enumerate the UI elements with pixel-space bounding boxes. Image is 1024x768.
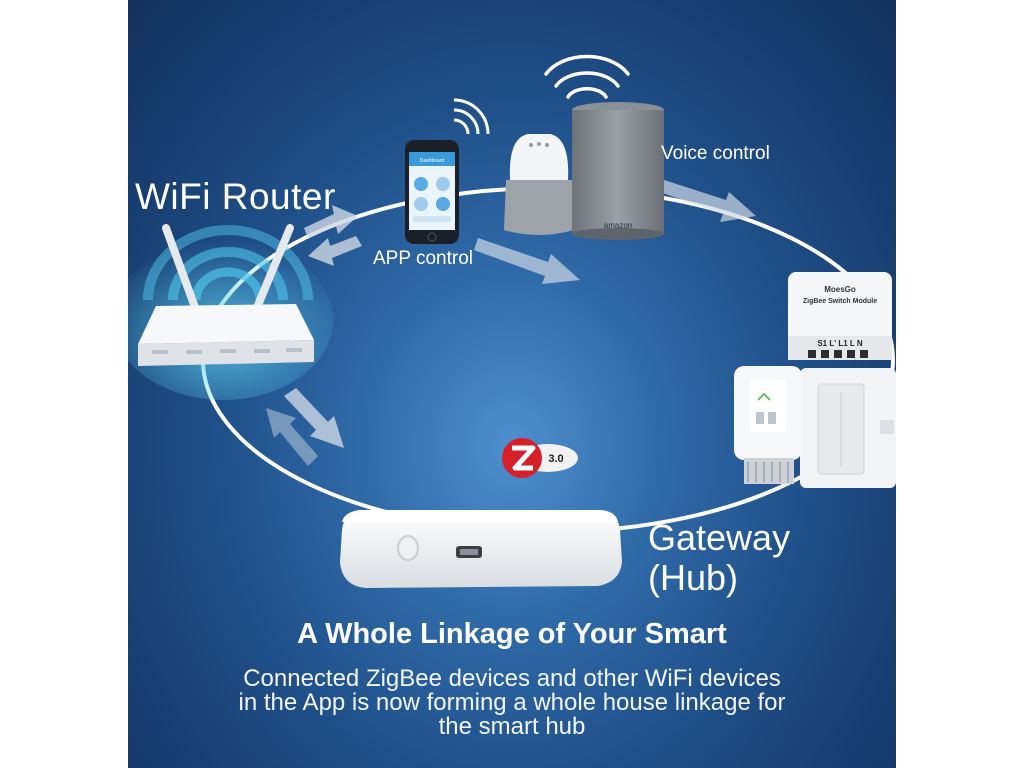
diagram-graphics: Dashboard amazon — [128, 54, 896, 588]
description-line-3: the smart hub — [438, 713, 586, 740]
arrow-phone-to-hub-module — [474, 238, 580, 284]
wifi-router-device — [138, 224, 314, 366]
arrow-voice-to-module — [654, 178, 756, 222]
headline: A Whole Linkage of Your Smart — [297, 618, 727, 650]
phone-screen-title: Dashboard — [420, 158, 445, 164]
description-line-2: in the App is now forming a whole house … — [238, 689, 786, 716]
module-terminals: S1 L' L1 L N — [817, 339, 863, 348]
module-model: ZigBee Switch Module — [803, 298, 877, 305]
zigbee-logo-icon: 3.0 — [502, 438, 578, 478]
smartphone-device: Dashboard — [405, 140, 459, 244]
thermostat-valve-device — [734, 366, 802, 484]
gateway-label-line2: (Hub) — [648, 557, 739, 598]
voice-control-label: Voice control — [661, 143, 770, 164]
speaker-brand: amazon — [604, 221, 632, 230]
zigbee-switch-module: MoesGo ZigBee Switch Module S1 L' L1 L N — [788, 272, 892, 360]
gateway-label: Gateway (Hub) — [648, 518, 790, 598]
zigbee-version: 3.0 — [548, 453, 563, 465]
description-line-1: Connected ZigBee devices and other WiFi … — [243, 665, 781, 692]
infographic-canvas: Dashboard amazon — [128, 0, 896, 768]
arrow-router-to-gateway — [266, 388, 344, 466]
smart-speaker-grey: amazon — [572, 102, 664, 240]
smart-speaker-white — [504, 134, 574, 235]
gateway-hub-device — [340, 510, 622, 588]
module-brand: MoesGo — [824, 285, 856, 294]
wifi-router-label: WiFi Router — [135, 176, 336, 217]
arrow-router-to-phone — [304, 205, 362, 266]
wifi-signal-icon — [453, 98, 490, 135]
app-control-label: APP control — [373, 248, 473, 269]
description: Connected ZigBee devices and other WiFi … — [128, 667, 896, 739]
voice-signal-icon — [544, 54, 630, 99]
gateway-label-line1: Gateway — [648, 517, 791, 558]
wall-switch-device — [800, 368, 896, 488]
